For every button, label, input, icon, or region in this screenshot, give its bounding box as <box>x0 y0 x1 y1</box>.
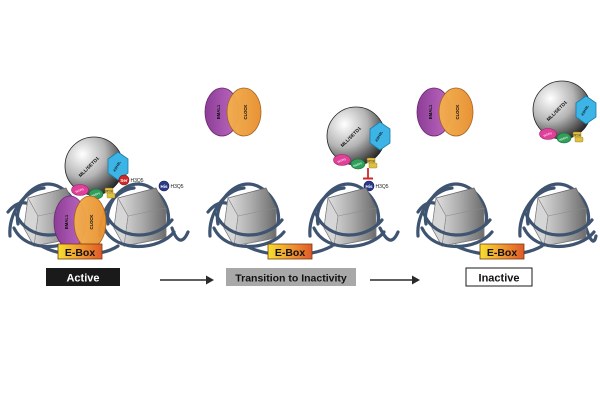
wdr5-label: WDR5 <box>75 187 85 194</box>
right-arrow-icon <box>160 275 214 285</box>
clock-label: CLOCK <box>455 105 460 120</box>
ebox-label: E-Box <box>275 247 305 259</box>
ebox: E-Box <box>57 243 103 260</box>
bmal1-clock-dimer: BMAL1 CLOCK <box>416 87 474 137</box>
nucleosome <box>208 182 286 249</box>
inactive-panel: BMAL1 CLOCK MLL/SETD1 ASH2L WDR5 RBBP5 D… <box>416 80 598 287</box>
ser-marker: Ser H3Q5 <box>118 174 144 186</box>
rbbp5-label: RBBP5 <box>353 161 363 168</box>
nucleosome <box>518 182 596 249</box>
ebox-label: E-Box <box>487 247 517 259</box>
stage-label-active-text: Active <box>66 273 99 285</box>
right-arrow-icon <box>370 275 420 285</box>
t-bar-inhibition-icon <box>363 168 373 180</box>
stage-label-inactive-text: Inactive <box>479 273 520 285</box>
h3q5-label: H3Q5 <box>130 178 143 184</box>
wdr5-label: WDR5 <box>337 157 347 164</box>
dpy30-label: DPY30 <box>573 134 581 137</box>
rbbp5-label: RBBP5 <box>559 135 569 142</box>
rbbp5-label: RBBP5 <box>91 191 101 198</box>
ebox: E-Box <box>479 243 525 260</box>
bmal1-clock-dimer: BMAL1 CLOCK <box>53 195 107 249</box>
his-label: His <box>160 184 168 189</box>
his-label: His <box>365 184 373 189</box>
h3q5-label: H3Q5 <box>375 184 388 190</box>
bmal1-label: BMAL1 <box>216 104 221 119</box>
clock-label: CLOCK <box>243 105 248 120</box>
mll-setd1-complex: MLL/SETD1 ASH2L WDR5 RBBP5 DPY30 <box>326 106 391 170</box>
wdr5-label: WDR5 <box>543 131 553 138</box>
h3q5-label: H3Q5 <box>170 184 183 190</box>
clock-label: CLOCK <box>89 215 94 230</box>
bmal1-clock-dimer: BMAL1 CLOCK <box>204 87 262 137</box>
stage-label-transition-text: Transition to Inactivity <box>235 273 347 285</box>
ebox-label: E-Box <box>65 247 95 259</box>
his-marker: His H3Q5 <box>363 180 389 192</box>
stage-label-transition: Transition to Inactivity <box>226 268 356 286</box>
ash2l-label: ASH2L <box>374 130 384 143</box>
dpy30-label: DPY30 <box>367 160 375 163</box>
ash2l-label: ASH2L <box>580 104 590 117</box>
stage-label-inactive: Inactive <box>465 267 533 287</box>
bmal1-label: BMAL1 <box>428 104 433 119</box>
stage-label-active: Active <box>46 268 120 286</box>
ebox: E-Box <box>267 243 313 260</box>
ser-label: Ser <box>120 178 128 183</box>
nucleosome <box>308 182 386 249</box>
ash2l-label: ASH2L <box>112 160 122 173</box>
mll-setd1-complex: MLL/SETD1 ASH2L WDR5 RBBP5 DPY30 <box>64 136 129 200</box>
his-marker: His H3Q5 <box>158 180 184 192</box>
transition-panel: BMAL1 CLOCK MLL/SETD1 ASH2L WDR5 RBBP5 D… <box>204 87 400 286</box>
nucleosome <box>416 182 494 249</box>
bmal1-label: BMAL1 <box>64 214 69 229</box>
active-panel: MLL/SETD1 ASH2L WDR5 RBBP5 DPY30 Ser H3Q… <box>6 136 190 286</box>
mll-setd1-complex: MLL/SETD1 ASH2L WDR5 RBBP5 DPY30 <box>532 80 597 144</box>
dpy30-label: DPY30 <box>105 190 113 193</box>
